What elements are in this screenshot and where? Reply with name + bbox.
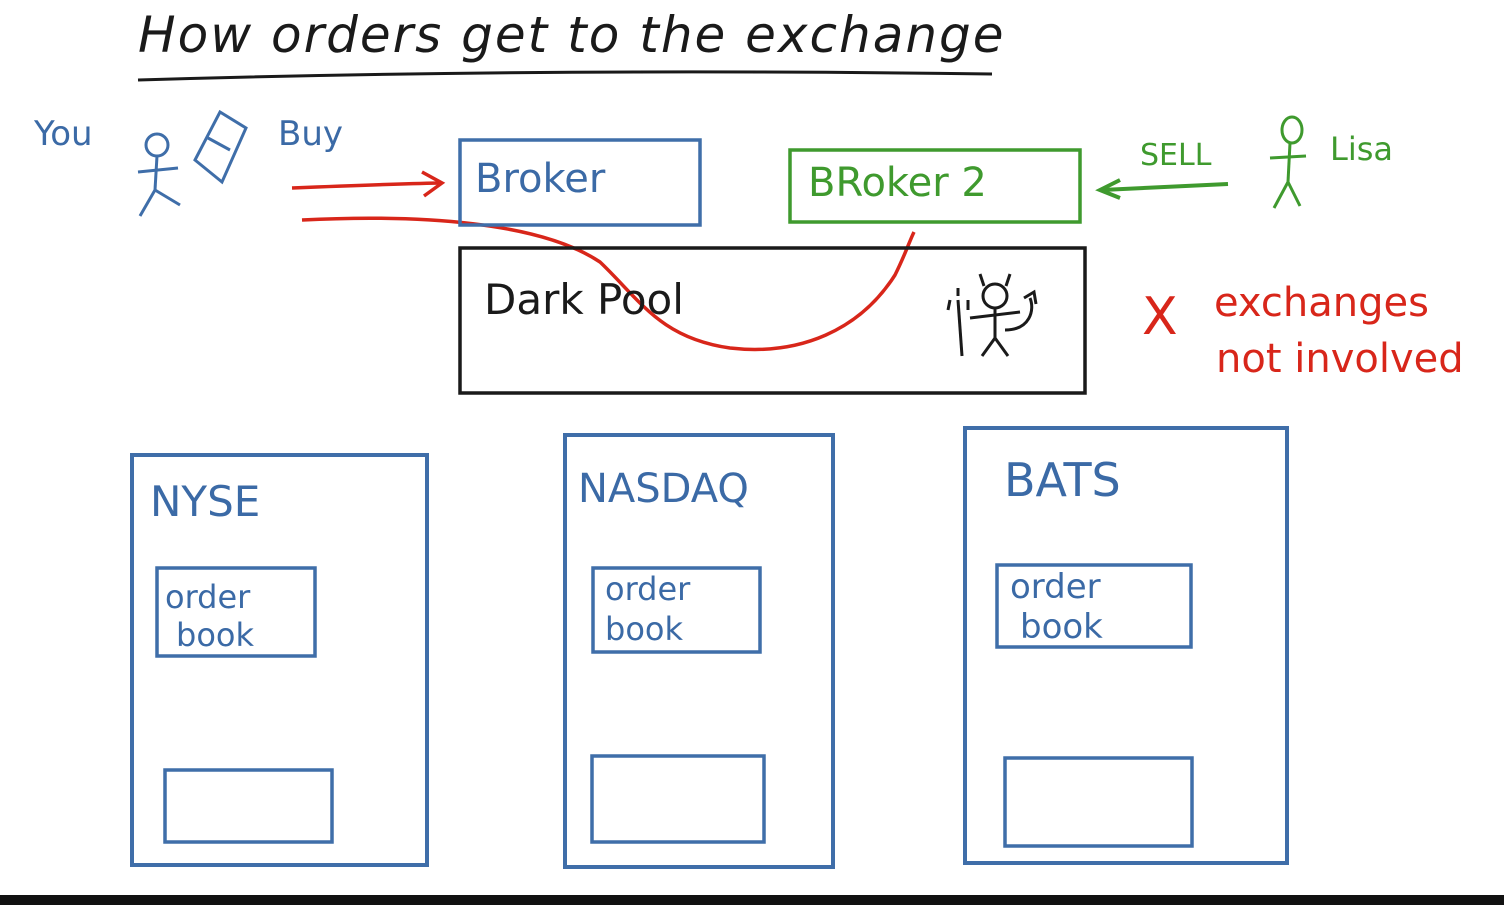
note-line-2: not involved [1216, 336, 1464, 382]
nyse-order-book-line2: book [176, 616, 254, 654]
broker2-label: BRoker 2 [808, 160, 987, 206]
buy-label: Buy [278, 114, 343, 154]
you-stick-figure-icon [137, 132, 181, 217]
exchange-bats-box [963, 426, 1289, 865]
broker-label: Broker [475, 156, 606, 202]
nyse-order-book-line1: order [165, 578, 251, 616]
exchange-nasdaq-name: NASDAQ [578, 466, 749, 512]
buy-order-arrow [291, 170, 446, 198]
exchange-nyse-box [130, 453, 429, 867]
broker-box [458, 138, 702, 227]
devil-figure-icon [946, 273, 1038, 357]
nasdaq-order-book-line2: book [605, 610, 683, 648]
bats-order-book-line2: book [1020, 607, 1103, 647]
you-label: You [33, 114, 93, 154]
nasdaq-order-book-line1: order [605, 570, 691, 608]
nyse-lower-box [163, 768, 334, 844]
title-underline [137, 70, 993, 82]
order-ticket-icon [193, 109, 248, 185]
page-title: How orders get to the exchange [138, 6, 1006, 64]
exchange-nasdaq-box [563, 433, 835, 869]
bats-order-book-line1: order [1010, 567, 1101, 607]
note-line-1: exchanges [1214, 280, 1429, 326]
sell-order-arrow [1095, 178, 1229, 200]
lisa-stick-figure-icon [1269, 115, 1307, 209]
dark-pool-label: Dark Pool [484, 275, 684, 324]
nyse-order-book-box [155, 566, 317, 658]
exchange-nyse-name: NYSE [150, 477, 260, 526]
broker2-box [788, 148, 1082, 224]
exchange-bats-name: BATS [1004, 453, 1121, 507]
sell-label: SELL [1140, 138, 1212, 173]
bats-order-book-box [995, 563, 1193, 649]
bats-lower-box [1003, 756, 1194, 848]
video-bottom-bar [0, 895, 1504, 905]
nasdaq-order-book-box [591, 566, 762, 654]
x-mark: X [1142, 287, 1178, 347]
lisa-label: Lisa [1330, 130, 1393, 168]
dark-pool-box [458, 246, 1087, 395]
nasdaq-lower-box [590, 754, 766, 844]
